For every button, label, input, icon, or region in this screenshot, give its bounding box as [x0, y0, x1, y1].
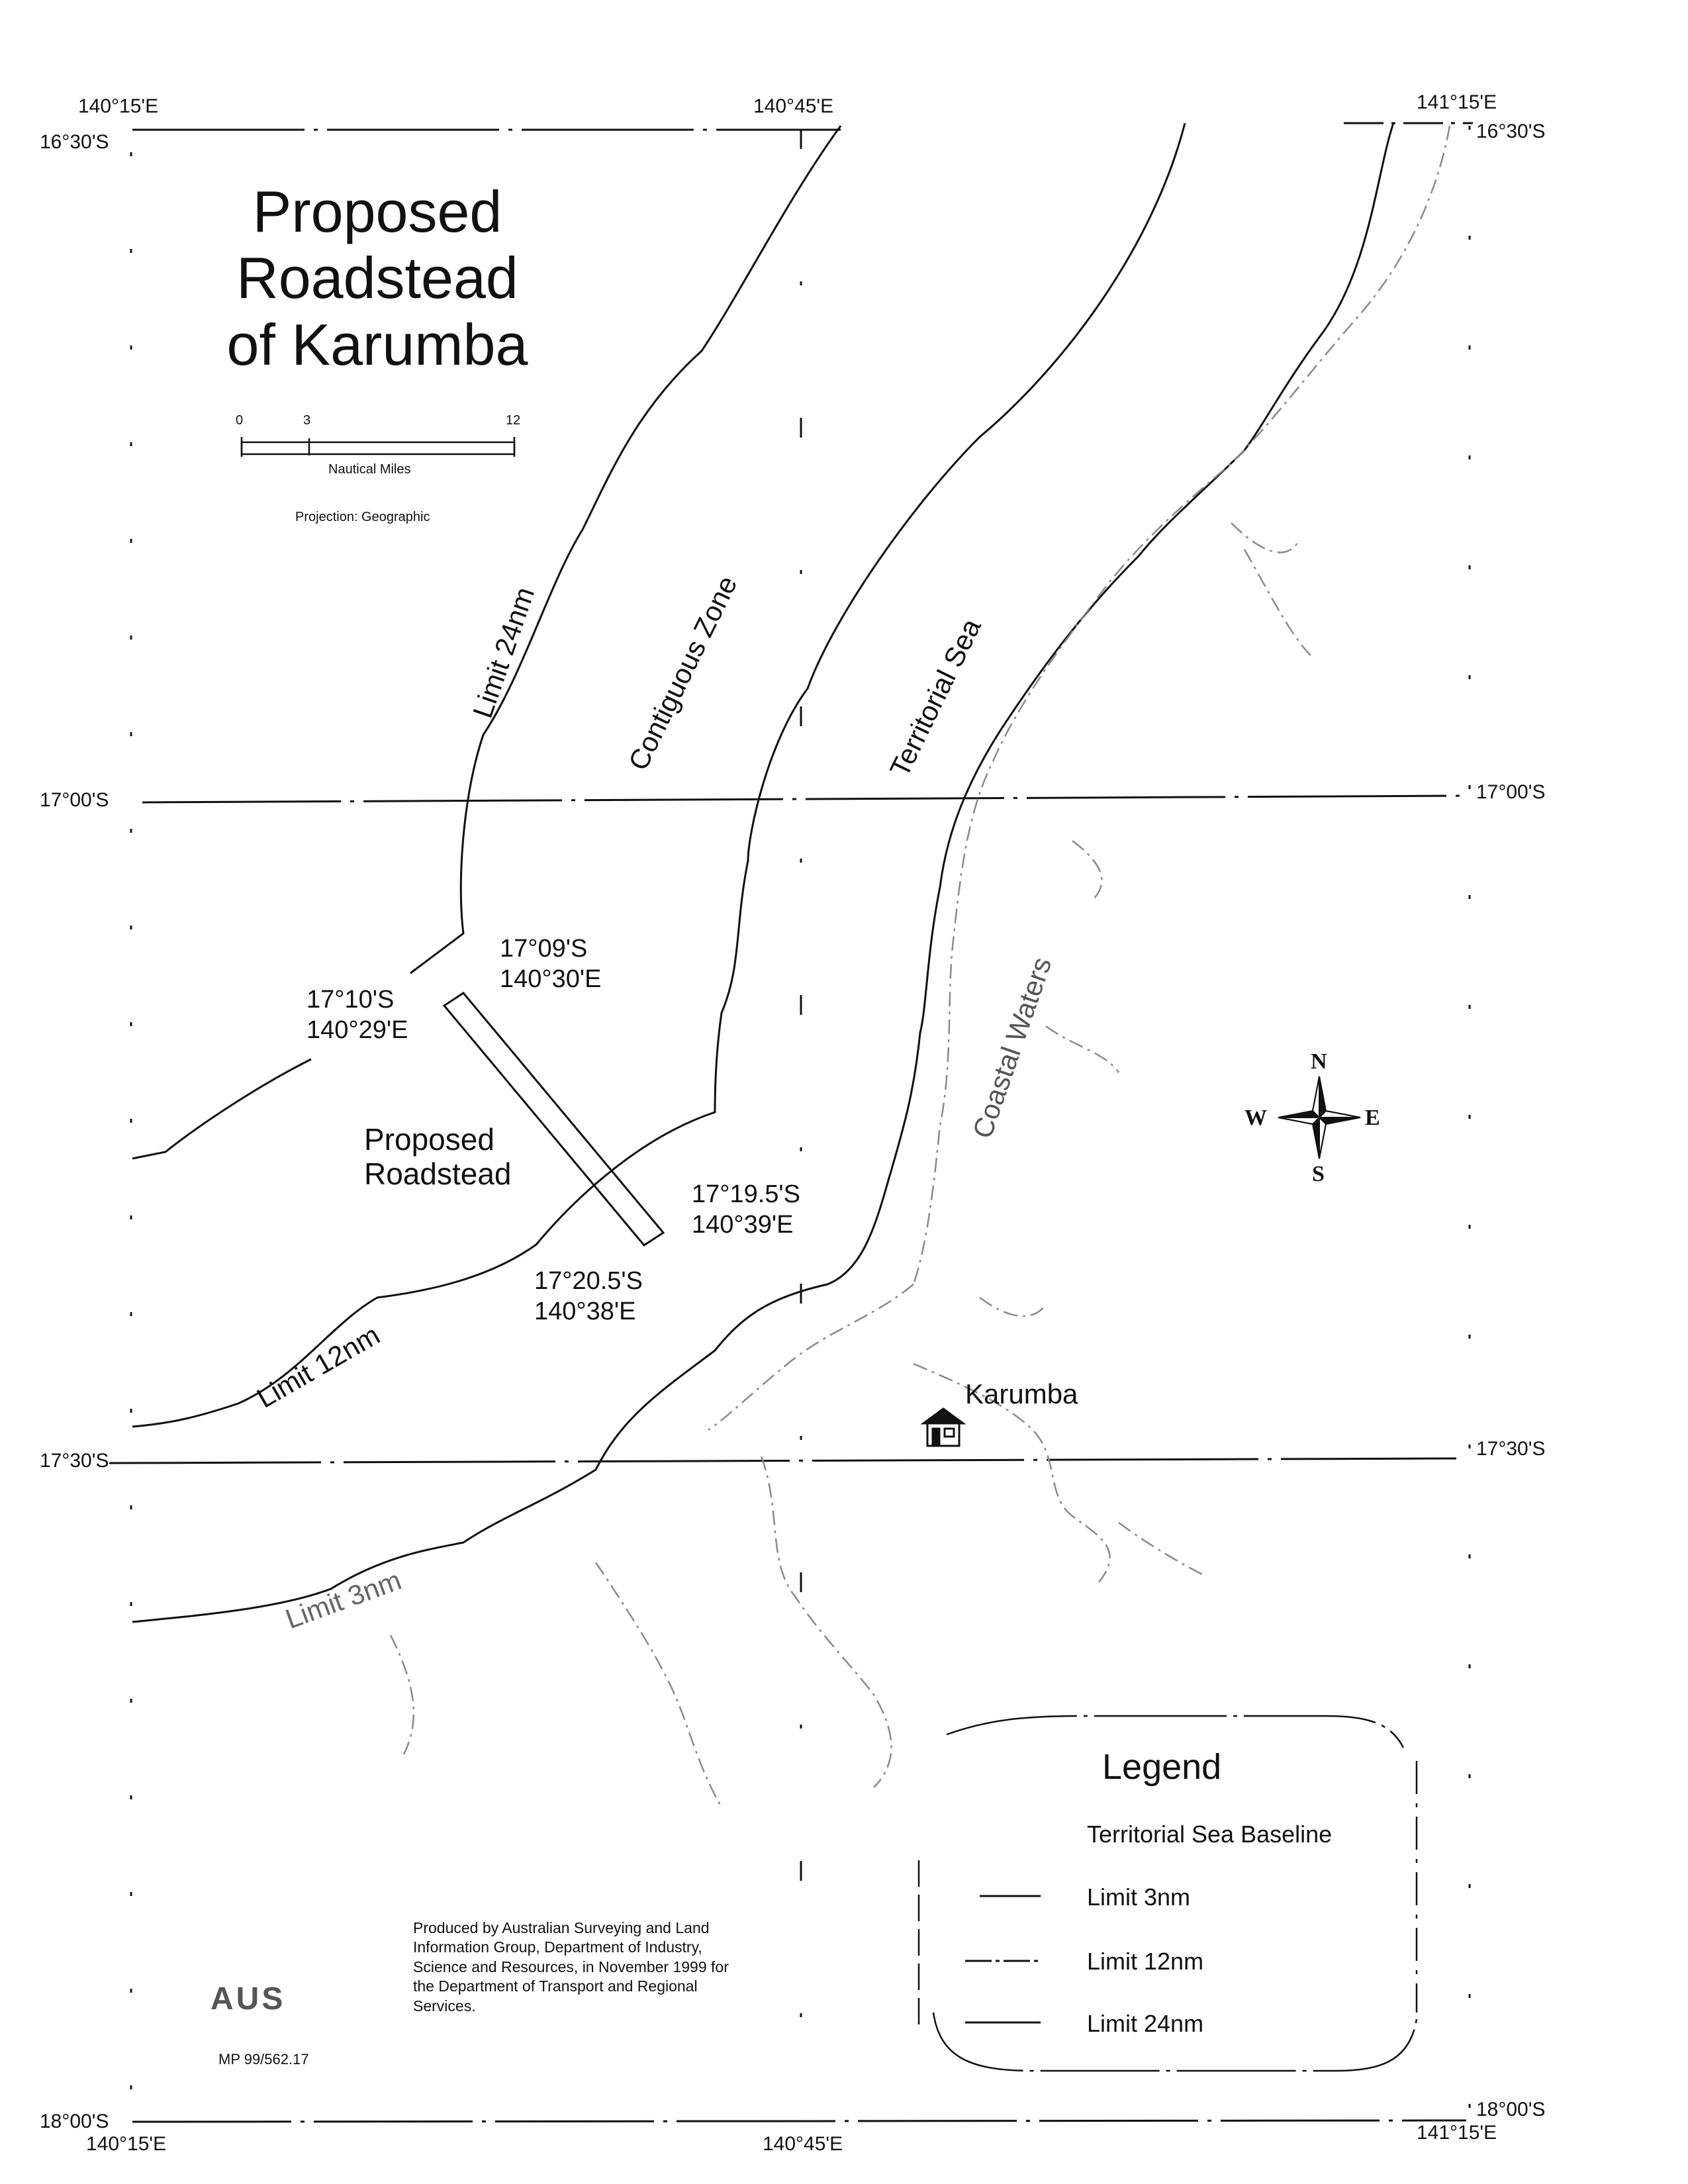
projection-note: Projection: Geographic — [295, 510, 430, 524]
latitude-line-1700 — [142, 794, 1467, 804]
legend-item-24nm: Limit 24nm — [1087, 2010, 1204, 2037]
roadstead-label: Proposed Roadstead — [364, 1122, 512, 1192]
corner-ne-lon: 140°30'E — [500, 965, 602, 994]
roadstead-rectangle — [442, 992, 665, 1247]
scale-bar — [240, 437, 516, 457]
roadstead-corner-sw: 17°20.5'S 140°38'E — [534, 1266, 643, 1327]
compass-rose-icon — [1278, 1076, 1361, 1159]
title-line-3: of Karumba — [226, 311, 528, 377]
limit-24nm-lower-line — [132, 1058, 312, 1160]
limit-24nm-line — [410, 125, 842, 974]
coastline — [389, 125, 1451, 1808]
compass-s: S — [1312, 1162, 1325, 1186]
compass-w: W — [1244, 1106, 1267, 1130]
scale-tick-3: 3 — [303, 413, 311, 428]
house-icon — [920, 1407, 966, 1447]
legend-title: Legend — [1102, 1747, 1222, 1787]
graticule — [109, 122, 1473, 2123]
lat-left-1800: 18°00'S — [40, 2111, 109, 2132]
corner-se-lon: 140°39'E — [692, 1211, 794, 1239]
roadstead-corner-ne: 17°09'S 140°30'E — [500, 933, 601, 995]
map-reference: MP 99/562.17 — [218, 2051, 309, 2067]
legend-item-3nm: Limit 3nm — [1087, 1883, 1191, 1911]
roadstead-label-line-2: Roadstead — [364, 1157, 512, 1192]
legend-swatches — [965, 1895, 1041, 2024]
lon-bottom-west: 140°15'E — [86, 2133, 167, 2155]
roadstead-corner-nw: 17°10'S 140°29'E — [306, 984, 408, 1046]
map-title: Proposed Roadstead of Karumba — [199, 179, 556, 378]
compass-e: E — [1365, 1106, 1380, 1130]
lat-right-1700: 17°00'S — [1476, 781, 1546, 803]
corner-sw-lon: 140°38'E — [534, 1298, 636, 1326]
legend-box — [917, 1715, 1418, 2072]
title-line-1: Proposed — [252, 179, 502, 244]
lon-bottom-east: 141°15'E — [1417, 2122, 1497, 2144]
legend-item-12nm: Limit 12nm — [1087, 1948, 1204, 1975]
town-label-karumba: Karumba — [965, 1378, 1078, 1409]
lon-top-west: 140°15'E — [78, 95, 159, 117]
corner-sw-lat: 17°20.5'S — [534, 1267, 643, 1295]
lat-right-1800: 18°00'S — [1476, 2099, 1546, 2120]
legend-item-baseline: Territorial Sea Baseline — [1087, 1821, 1333, 1848]
latitude-line-1730 — [109, 1457, 1457, 1464]
scale-tick-12: 12 — [506, 413, 521, 428]
scale-tick-0: 0 — [236, 413, 244, 428]
roadstead-label-line-1: Proposed — [364, 1122, 494, 1157]
corner-ne-lat: 17°09'S — [500, 935, 588, 963]
roadstead-corner-se: 17°19.5'S 140°39'E — [692, 1179, 800, 1241]
lat-left-1700: 17°00'S — [40, 789, 109, 811]
latitude-line-1800 — [132, 2119, 1467, 2123]
logo-aus: AUS — [211, 1981, 285, 2017]
lat-right-1630: 16°30'S — [1476, 120, 1546, 142]
lat-left-1730: 17°30'S — [40, 1450, 109, 1472]
lon-top-mid: 140°45'E — [753, 95, 834, 117]
title-line-2: Roadstead — [236, 245, 518, 311]
lon-bottom-mid: 140°45'E — [763, 2133, 843, 2155]
corner-nw-lat: 17°10'S — [306, 986, 395, 1014]
corner-se-lat: 17°19.5'S — [692, 1180, 801, 1208]
lat-right-1730: 17°30'S — [1476, 1438, 1546, 1460]
limit-12nm-line — [132, 122, 1186, 1428]
scale-unit: Nautical Miles — [328, 462, 411, 477]
lon-top-east: 141°15'E — [1417, 91, 1497, 113]
corner-nw-lon: 140°29'E — [306, 1016, 408, 1045]
lat-left-1630: 16°30'S — [40, 131, 109, 153]
credit-note: Produced by Australian Surveying and Lan… — [413, 1919, 729, 2015]
compass-n: N — [1311, 1049, 1327, 1074]
